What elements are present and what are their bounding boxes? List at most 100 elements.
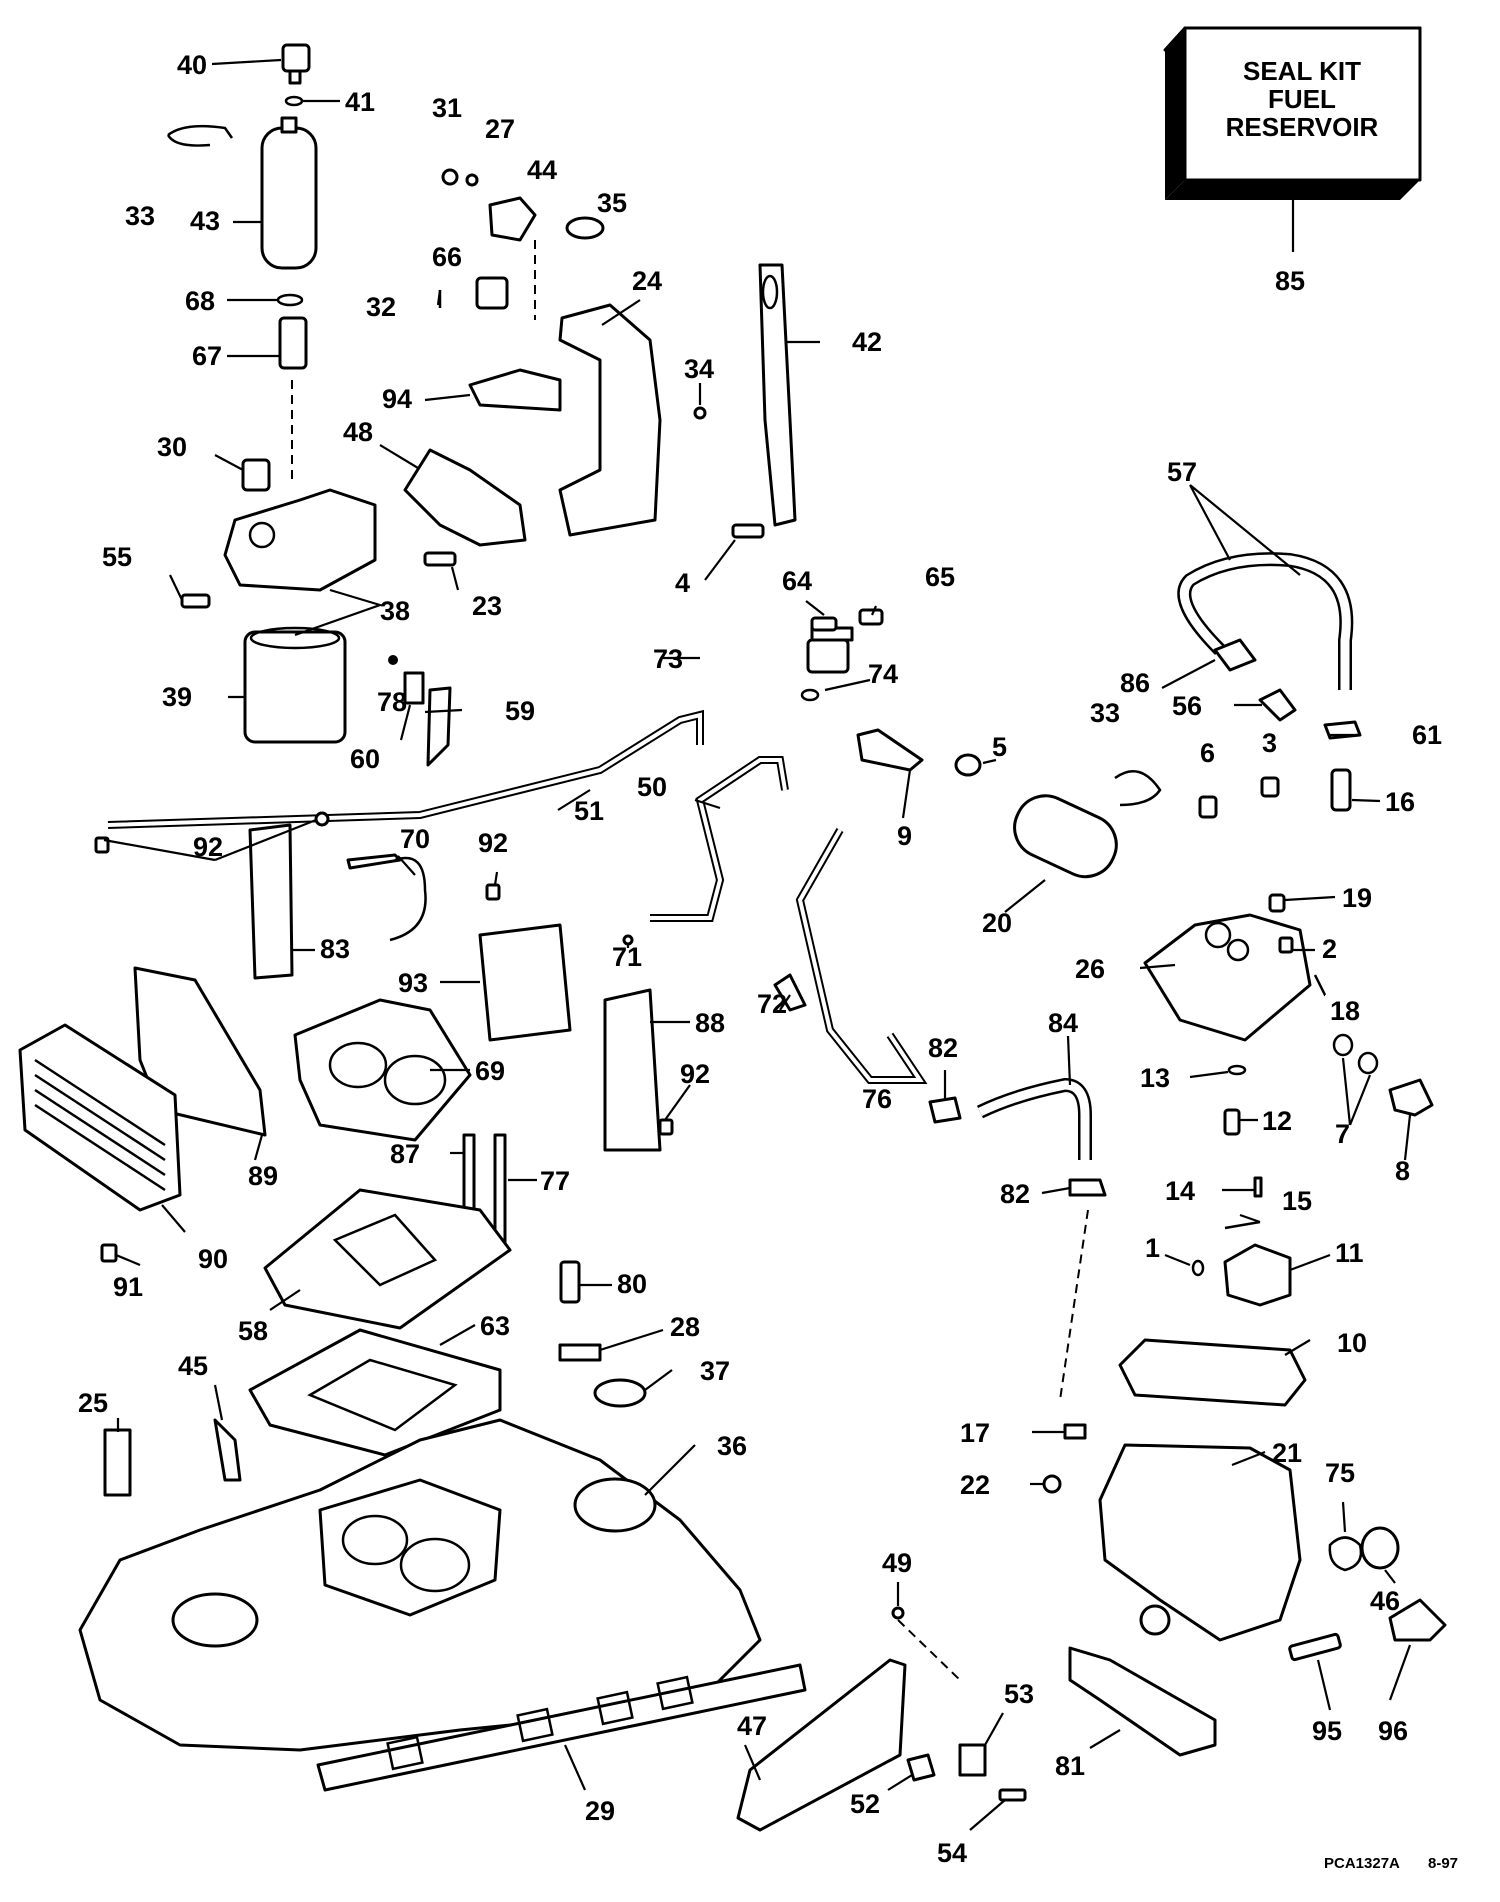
strap-42-slot	[761, 274, 779, 310]
callout-60: 60	[350, 744, 380, 774]
callout-96: 96	[1378, 1716, 1408, 1746]
washer-5	[954, 753, 982, 777]
callout-92: 92	[680, 1059, 710, 1089]
bracket-48	[403, 448, 527, 547]
seal-kit-box: SEAL KIT FUEL RESERVOIR	[1163, 26, 1422, 252]
fuel-lines	[107, 709, 928, 1084]
screw-91	[100, 1243, 118, 1263]
callout-7: 7	[1335, 1119, 1350, 1149]
gasket-69-hole-a	[328, 1041, 388, 1089]
fitting-96	[1388, 1598, 1447, 1642]
gasket-69-hole-b	[383, 1054, 447, 1106]
callout-35: 35	[597, 188, 627, 218]
grommet-35	[565, 216, 605, 240]
callout-54: 54	[937, 1838, 967, 1868]
callout-70: 70	[400, 824, 430, 854]
callout-25: 25	[78, 1388, 108, 1418]
callout-numbers: 40 41 33 43 68 67 31 27 44 35 66 32 24 4…	[78, 50, 1458, 1872]
callout-36: 36	[717, 1431, 747, 1461]
relay-base-94	[468, 368, 562, 412]
bracket-47	[736, 1658, 907, 1832]
sensor-44	[488, 196, 537, 242]
intake-manifold-group	[78, 1418, 1027, 1832]
gasket-63-port	[307, 1358, 458, 1432]
strap-42	[758, 263, 797, 527]
screw-78	[388, 655, 398, 665]
gasket-63	[248, 1328, 502, 1457]
callout-57: 57	[1167, 457, 1197, 487]
callout-69: 69	[475, 1056, 505, 1086]
fitting-64	[810, 616, 838, 632]
washer-27	[465, 173, 479, 187]
leader-lines	[103, 58, 1412, 1831]
callout-13: 13	[1140, 1063, 1170, 1093]
plug-22	[1042, 1474, 1062, 1494]
callout-51: 51	[574, 796, 604, 826]
fuel-line-76	[797, 829, 924, 1082]
callout-41: 41	[345, 87, 375, 117]
gasket-29-port-b	[516, 1707, 554, 1743]
kit-box-side	[1165, 28, 1185, 200]
callout-34: 34	[684, 354, 714, 384]
fitting-6	[1198, 795, 1218, 819]
clamp-33	[166, 124, 234, 147]
callout-19: 19	[1342, 883, 1372, 913]
screw-92a-right	[314, 811, 330, 827]
callout-20: 20	[982, 908, 1012, 938]
clip-52	[906, 1753, 936, 1782]
callout-94: 94	[382, 384, 412, 414]
fuel-line-50	[650, 758, 787, 920]
bracket-81	[1068, 1646, 1217, 1757]
callout-93: 93	[398, 968, 428, 998]
pin-14	[1253, 1176, 1263, 1198]
screw-92b	[485, 883, 501, 901]
callout-49: 49	[882, 1548, 912, 1578]
callout-47: 47	[737, 1711, 767, 1741]
o-ring-71	[622, 934, 634, 946]
screw-18	[1313, 974, 1327, 996]
seal-37	[593, 1378, 647, 1408]
bolt-55	[180, 593, 211, 609]
filter-39-top	[249, 626, 341, 650]
callout-56: 56	[1172, 691, 1202, 721]
callout-52: 52	[850, 1789, 880, 1819]
callout-67: 67	[192, 341, 222, 371]
callout-16: 16	[1385, 787, 1415, 817]
callout-2: 2	[1322, 934, 1337, 964]
manifold-bore-b	[399, 1537, 471, 1593]
callout-33: 33	[1090, 698, 1120, 728]
fitting-56	[1258, 688, 1297, 722]
gasket-29	[316, 1663, 807, 1792]
callout-14: 14	[1165, 1176, 1195, 1206]
o-ring-7b	[1357, 1051, 1379, 1075]
clamp-82b	[1068, 1178, 1107, 1197]
sensor-25	[103, 1428, 132, 1497]
bolt-95	[1288, 1632, 1342, 1662]
callout-22: 22	[960, 1470, 990, 1500]
o-ring-68	[276, 293, 304, 307]
kit-line-3: RESERVOIR	[1226, 112, 1379, 142]
hose-57-outline	[1177, 552, 1354, 690]
clamp-33b	[1114, 770, 1162, 807]
callout-87: 87	[390, 1139, 420, 1169]
callout-39: 39	[162, 682, 192, 712]
callout-59: 59	[505, 696, 535, 726]
callout-17: 17	[960, 1418, 990, 1448]
cap-19	[1268, 893, 1286, 913]
callout-64: 64	[782, 566, 812, 596]
filter-head-port	[248, 521, 276, 549]
fitting-67	[278, 316, 308, 370]
valve-16	[1330, 768, 1352, 812]
sensor-40	[281, 43, 311, 73]
stud-87	[462, 1133, 476, 1212]
callout-43: 43	[190, 206, 220, 236]
strap-59	[426, 686, 452, 767]
callout-71: 71	[612, 942, 642, 972]
fitting-2	[1278, 936, 1294, 954]
drawing-code: PCA1327A	[1324, 1855, 1400, 1872]
callout-38: 38	[380, 596, 410, 626]
electronics-group	[18, 811, 674, 1497]
fitting-17	[1063, 1423, 1087, 1440]
callout-21: 21	[1272, 1438, 1302, 1468]
